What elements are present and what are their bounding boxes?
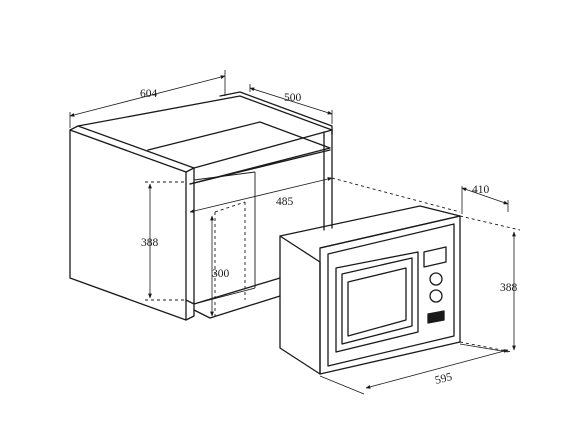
dim-300-label: 300 [212,268,230,280]
dim-485-line [189,177,333,213]
dim-595-label: 595 [434,371,454,387]
dimensions: 604 500 388 485 300 410 388 595 [69,70,521,395]
dim-604-label: 604 [140,88,158,100]
microwave-front-inner [327,223,455,367]
cabinet-left-panel-edge [185,167,195,321]
dim-410-label: 410 [472,184,490,196]
microwave-knob-2 [429,289,443,303]
dim-410-line [461,187,509,205]
dim-388r-ext-top [459,215,521,231]
cabinet-hidden-top [214,201,246,213]
microwave-side [279,235,321,375]
cabinet-left-panel-top [69,125,195,173]
microwave-button [427,310,445,324]
cabinet-shelf-edge [189,149,331,185]
dim-388r-label: 388 [500,282,518,294]
microwave-door-window [347,267,407,337]
microwave-door-window-outer [341,257,413,345]
cabinet-bottom-lower [193,295,281,319]
dim-388l-label: 388 [141,237,159,249]
microwave-display [423,246,447,268]
microwave-knob-1 [429,272,443,286]
dim-595-line [365,349,509,389]
cabinet-inner-floor [193,287,256,305]
cabinet-inner-back-top [193,171,256,181]
microwave-top [279,205,461,249]
dim-595-ext-left [319,375,365,395]
dim-388r-ext-bottom [459,341,513,353]
dim-485-label: 485 [276,196,294,208]
microwave [279,205,461,375]
dim-500-line [249,87,333,115]
dim-500-label: 500 [284,92,302,104]
dim-604-line [69,75,226,117]
dim-410-ext-left [331,177,461,213]
cabinet-top-inner [147,121,331,185]
microwave-door [335,251,419,353]
dim-595-ext-right [459,343,509,353]
